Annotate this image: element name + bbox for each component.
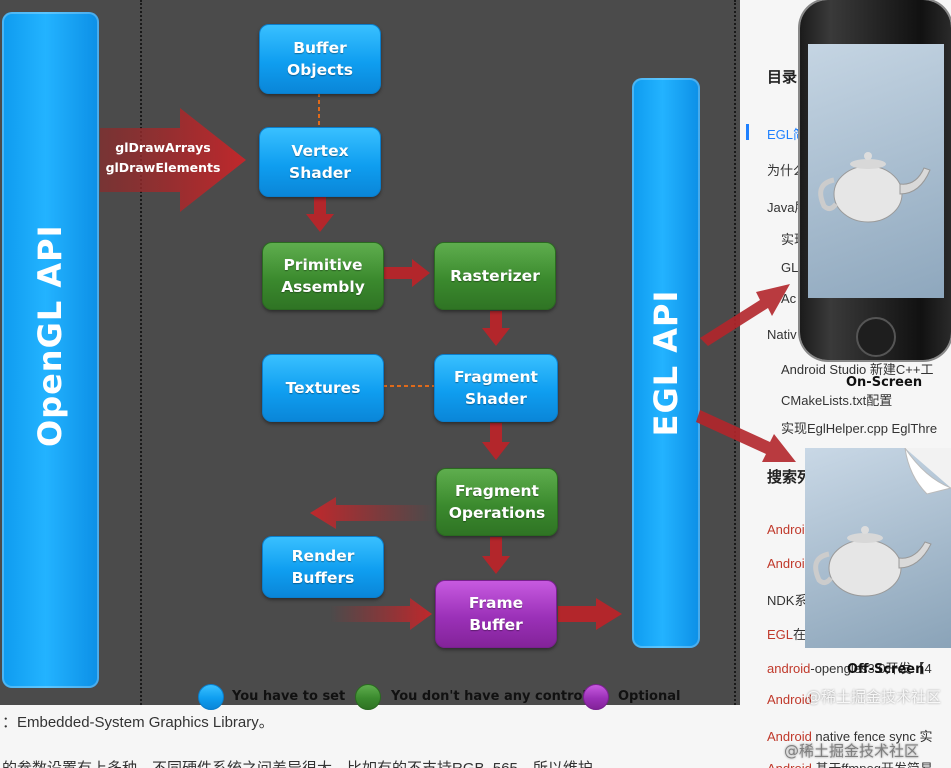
render-buffers-box: Render Buffers xyxy=(262,536,384,598)
toc-item[interactable]: Ac xyxy=(781,291,797,306)
toc-item[interactable]: EGL简 xyxy=(767,127,807,142)
operations-to-framebuffer-arrow xyxy=(482,537,510,574)
search-item-text: -opengles3.0开发【4 xyxy=(810,661,932,676)
search-item-keyword: EGL xyxy=(767,627,794,642)
buffer-objects-box: Buffer Objects xyxy=(259,24,381,94)
egl-to-offscreen-arrow xyxy=(696,410,796,462)
offscreen-paper xyxy=(805,447,951,648)
rasterizer-box: Rasterizer xyxy=(434,242,556,310)
frame-buffer-box: Frame Buffer xyxy=(435,580,557,648)
search-list-title: 搜索列 xyxy=(767,469,813,486)
toc-item[interactable]: Android Studio 新建C++工 xyxy=(781,362,934,377)
search-item-keyword: android xyxy=(767,661,811,676)
search-item-keyword: Android xyxy=(767,556,812,571)
draw-calls-label: glDrawArrays glDrawElements xyxy=(104,138,222,178)
off-screen-caption: Off-Screen xyxy=(847,662,925,677)
article-line-2: 的参数设置有上多种，不同硬件系统之间差异很大，比如有的不支持RGB_565，所以… xyxy=(2,757,593,768)
search-item-text: native fence sync 实 xyxy=(811,729,933,744)
fragment-shader-box: Fragment Shader xyxy=(434,354,558,422)
draw-call-draw-arrays: glDrawArrays xyxy=(115,140,211,155)
search-item-keyword: Android xyxy=(767,761,812,768)
on-screen-caption: On-Screen xyxy=(846,375,923,390)
legend-green-label: You don't have any control xyxy=(391,689,587,704)
vertex-shader-box: Vertex Shader xyxy=(259,127,381,197)
phone-home-button xyxy=(856,317,896,357)
toc-item[interactable]: Nativ xyxy=(767,327,797,342)
search-item-keyword: Android xyxy=(767,692,812,707)
opengl-api-bar: OpenGL API xyxy=(2,12,99,688)
primitive-to-rasterizer-arrow xyxy=(384,259,430,287)
fragment-operations-box: Fragment Operations xyxy=(436,468,558,536)
search-list-item[interactable]: Android xyxy=(767,522,812,537)
search-item-keyword: Android xyxy=(767,729,812,744)
search-item-text: NDK系 xyxy=(767,593,808,608)
vertex-to-primitive-arrow xyxy=(306,197,334,232)
article-line-1: ：Embedded-System Graphics Library。 xyxy=(2,714,274,731)
toc-item[interactable]: GL xyxy=(781,260,799,275)
egl-api-bar: EGL API xyxy=(632,78,700,648)
watermark-top: @稀土掘金技术社区 xyxy=(806,688,942,706)
search-list-item[interactable]: EGL在 xyxy=(767,624,806,643)
search-item-text: 基于ffmpeg开发简易 xyxy=(812,761,933,768)
legend-green-swatch xyxy=(355,684,381,710)
legend-purple-label: Optional xyxy=(618,689,681,704)
divider-left xyxy=(140,0,142,728)
framebuffer-to-egl-arrow xyxy=(558,598,622,630)
search-list-item[interactable]: NDK系 xyxy=(767,590,807,609)
search-list-item[interactable]: Android native fence sync 实 xyxy=(767,726,932,745)
fragment-to-operations-arrow xyxy=(482,423,510,460)
primitive-assembly-box: Primitive Assembly xyxy=(262,242,384,310)
teapot-icon xyxy=(818,152,931,223)
draw-call-arrow xyxy=(100,108,246,212)
teapot-offscreen-icon xyxy=(813,447,951,597)
legend-purple-swatch xyxy=(583,684,609,710)
draw-call-draw-elements: glDrawElements xyxy=(105,160,221,175)
toc-active-marker xyxy=(746,124,749,140)
toc-title: 目录 xyxy=(767,69,798,86)
toc-item[interactable]: CMakeLists.txt配置 xyxy=(781,393,893,408)
watermark-bottom: @稀土掘金技术社区 xyxy=(784,742,920,760)
toc-item[interactable]: Java层 xyxy=(767,200,808,215)
search-list-item[interactable]: Android xyxy=(767,556,812,571)
into-framebuffer-arrow xyxy=(330,598,432,630)
phone-screen xyxy=(808,44,944,298)
divider-right xyxy=(734,0,736,728)
egl-to-onscreen-arrow xyxy=(700,284,790,346)
textures-box: Textures xyxy=(262,354,384,422)
toc-item[interactable]: 为什么 xyxy=(767,163,807,178)
legend-blue-label: You have to set xyxy=(232,689,346,704)
operations-to-left-arrow xyxy=(310,497,434,529)
search-list-item[interactable]: Android 基于ffmpeg开发简易 xyxy=(767,758,933,768)
legend-blue-swatch xyxy=(198,684,224,710)
article-body: ：Embedded-System Graphics Library。 的参数设置… xyxy=(0,705,760,768)
rasterizer-to-fragment-arrow xyxy=(482,311,510,346)
toc-item[interactable]: 实现EglHelper.cpp EglThre xyxy=(781,421,938,436)
search-item-text: 在 xyxy=(793,627,807,642)
search-list-item[interactable]: android-opengles3.0开发【4 xyxy=(767,658,932,677)
search-item-keyword: Android xyxy=(767,522,812,537)
search-list-item[interactable]: Android xyxy=(767,692,812,707)
